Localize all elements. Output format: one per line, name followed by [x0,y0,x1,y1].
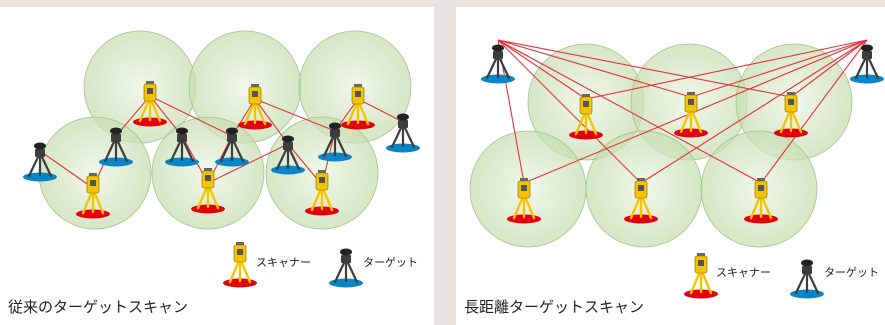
connection-line [760,39,868,184]
long-range-diagram [469,39,884,299]
legend-scanner-label: スキャナー [256,256,311,269]
conventional-diagram [23,30,420,288]
scanner-icon [238,84,272,130]
target-icon [99,127,133,167]
target-icon [271,135,305,175]
long-range-panel: スキャナー ターゲット 長距離ターゲットスキャン [456,7,885,325]
target-icon [386,113,420,153]
legend-target-label: ターゲット [363,256,418,269]
target-icon [23,142,57,182]
target-icon [481,44,515,84]
connection-line [254,98,336,132]
target-icon [215,127,249,167]
target-icon [318,122,352,162]
target-icon [850,44,884,84]
scanner-icon [223,242,257,288]
legend-target-label: ターゲット [824,266,879,279]
long-range-caption: 長距離ターゲットスキャン [464,298,645,316]
connection-line [254,98,289,145]
target-icon [165,127,199,167]
connection-line [497,39,692,98]
connection-line [497,39,792,98]
conventional-caption: 従来のターゲットスキャン [8,298,189,316]
scanner-icon [624,178,658,224]
connection-line [790,39,868,98]
scanner-icon [744,178,778,224]
connection-line [357,98,404,123]
scanner-icon [341,84,375,130]
connection-line [585,39,868,100]
target-icon [790,259,824,299]
connection-line [39,150,94,189]
connection-line [115,95,151,137]
scanner-icon [569,94,603,140]
scanner-icon [674,92,708,138]
scanner-icon [305,170,339,216]
connection-line [149,95,233,137]
scanner-icon [684,253,718,299]
scanner-icon [133,81,167,127]
scanner-icon [76,173,110,219]
legend-scanner-label: スキャナー [716,266,771,279]
target-icon [329,248,363,288]
connection-line [497,39,587,100]
connection-line [690,39,868,98]
connection-line [497,39,642,184]
connection-line [497,39,762,184]
scanner-icon [774,92,808,138]
connection-line [640,39,868,184]
connection-line [149,95,183,137]
scanner-icon [507,178,541,224]
scanner-icon [191,168,225,214]
conventional-panel: スキャナー ターゲット 従来のターゲットスキャン [0,7,434,325]
